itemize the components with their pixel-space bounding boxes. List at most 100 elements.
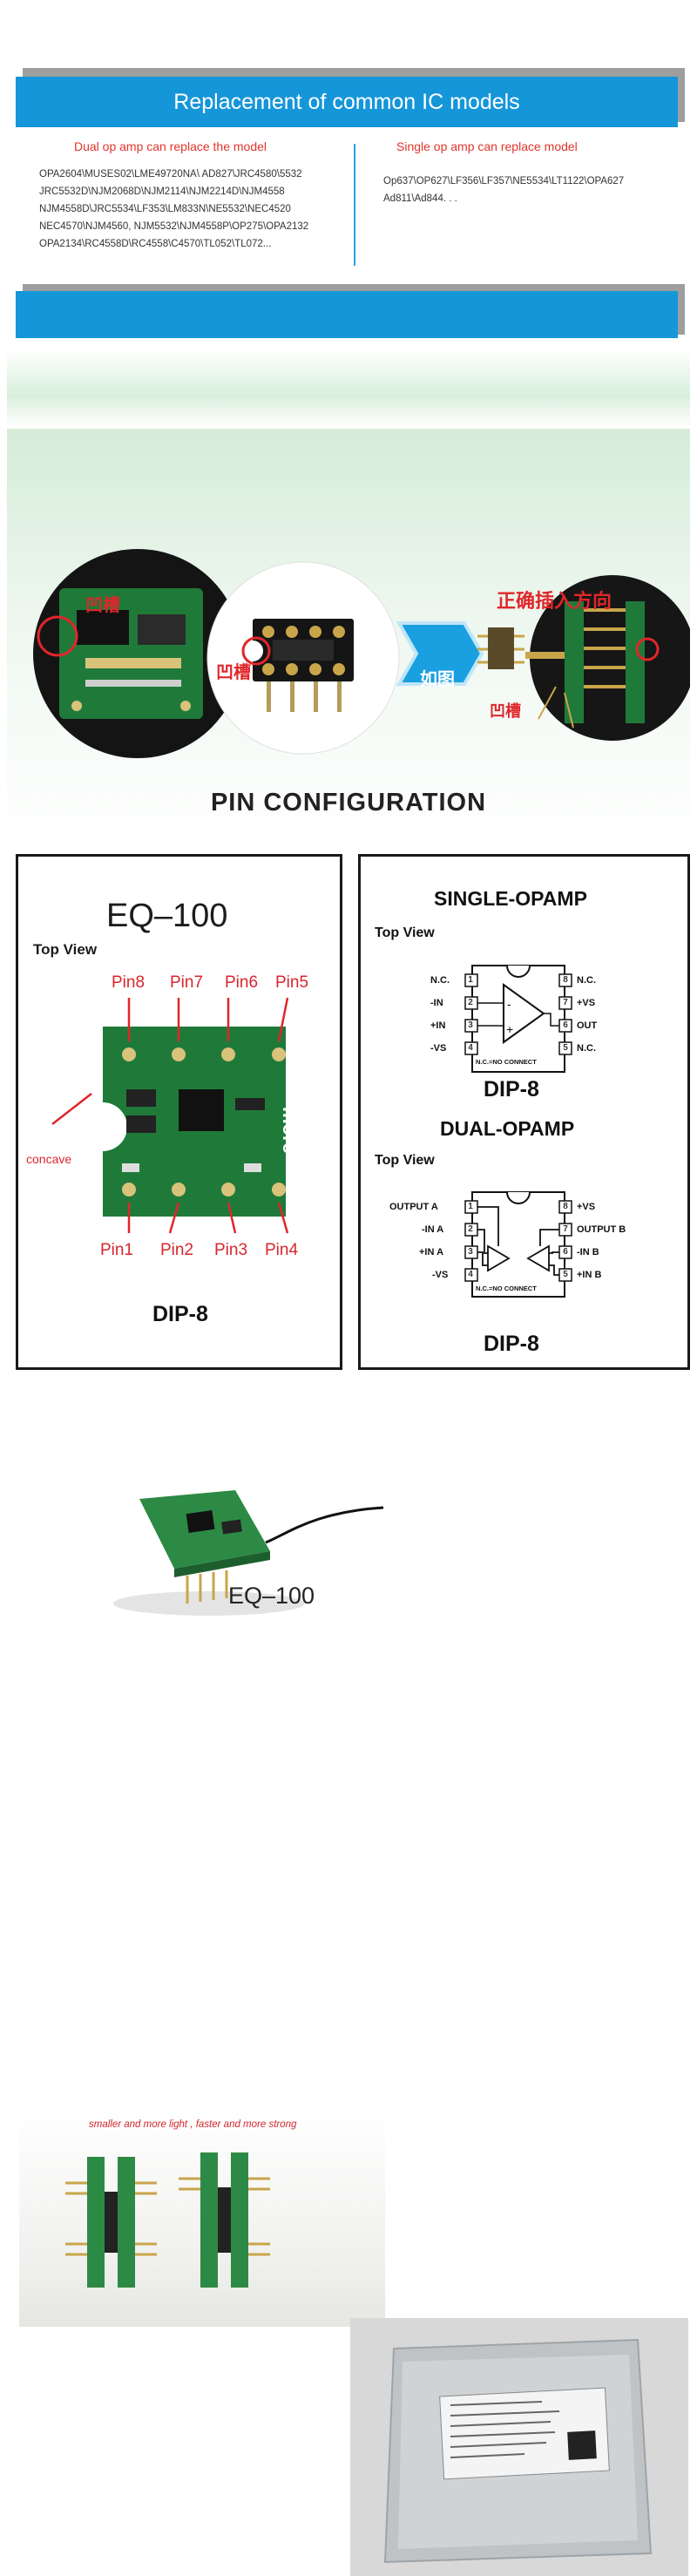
pin-number: 1 <box>468 975 473 985</box>
column-divider <box>354 144 355 266</box>
pin-number: 5 <box>563 1270 568 1279</box>
pin-number: 4 <box>468 1043 473 1053</box>
top-view-single: Top View <box>375 925 435 940</box>
opamp-pin-box <box>358 854 690 1370</box>
single-pin5-label: N.C. <box>577 1043 596 1054</box>
pin1-label: Pin1 <box>100 1241 134 1259</box>
module-board-icon <box>139 1490 270 1603</box>
svg-text:-: - <box>507 997 511 1011</box>
nc-note-single: N.C.=NO CONNECT <box>476 1058 537 1066</box>
single-heading: Single op amp can replace model <box>396 139 578 153</box>
pin-number: 6 <box>563 1247 568 1257</box>
pin7-label: Pin7 <box>170 973 204 992</box>
pin3-label: Pin3 <box>214 1241 248 1259</box>
dual-opamp-diagram <box>464 1191 572 1298</box>
dual-line: NJM4558D\JRC5534\LF353\LM833N\NE5532\NEC… <box>39 204 291 214</box>
single-pin4-label: -VS <box>430 1043 447 1054</box>
green-gradient-strip <box>7 349 690 427</box>
single-pin7-label: +VS <box>577 998 596 1008</box>
concave-label: concave <box>26 1152 72 1166</box>
pin-number: 8 <box>563 975 568 985</box>
module-caption: EQ–100 <box>228 1583 315 1609</box>
pin4-label: Pin4 <box>265 1241 299 1259</box>
inserted-module-circle-icon <box>525 575 690 741</box>
pin-pointer-arrows-icon <box>51 997 289 1234</box>
pin-boxes-single <box>464 973 572 1055</box>
pin-number: 6 <box>563 1020 568 1030</box>
groove-label-left: 凹槽 <box>85 596 120 615</box>
direction-label: 正确插入方向 <box>497 590 612 612</box>
pin8-label: Pin8 <box>112 973 145 992</box>
pin-number: 7 <box>563 1224 568 1234</box>
top-view-dual: Top View <box>375 1153 435 1168</box>
single-opamp-diagram: - + <box>464 965 572 1073</box>
single-model-list: Op637\OP627\LF356\LF357\NE5534\LT1122\OP… <box>383 173 624 207</box>
groove-label-right: 凹槽 <box>490 702 521 720</box>
pin-number: 4 <box>468 1270 473 1279</box>
dual-pin5-label: +IN B <box>577 1270 602 1280</box>
insertion-illustration <box>33 549 690 758</box>
antenna-wire-icon <box>265 1506 384 1544</box>
dual-pin3-label: +IN A <box>419 1247 444 1257</box>
single-opamp-title: SINGLE-OPAMP <box>434 887 587 910</box>
module-photo <box>113 1490 384 1616</box>
dual-pin4-label: -VS <box>432 1270 449 1280</box>
dual-opamp-triangles-icon <box>477 1206 559 1276</box>
dual-line: NEC4570\NJM4560, NJM5532\NJM4558P\OP275\… <box>39 221 309 232</box>
dual-model-list: OPA2604\MUSES02\LME49720NA\ AD827\JRC458… <box>39 166 308 253</box>
pair-photo-note: smaller and more light , faster and more… <box>89 2119 297 2130</box>
direction-arrow-icon <box>396 621 484 686</box>
pin-number: 3 <box>468 1247 473 1257</box>
pin-number: 3 <box>468 1020 473 1030</box>
pin-number: 2 <box>468 1224 473 1234</box>
dual-opamp-title: DUAL-OPAMP <box>440 1117 575 1140</box>
antistatic-bag-icon <box>383 2338 653 2564</box>
dual-pin7-label: OUTPUT B <box>577 1224 626 1235</box>
arrow-label: 如图 <box>420 670 455 689</box>
single-pin2-label: -IN <box>430 998 443 1008</box>
pin-config-title: PIN CONFIGURATION <box>210 789 487 817</box>
single-line: Ad811\Ad844. . . <box>383 193 457 204</box>
module-pair-icon <box>65 2152 270 2288</box>
pin-number: 5 <box>563 1043 568 1053</box>
dual-line: OPA2604\MUSES02\LME49720NA\ AD827\JRC458… <box>39 169 302 180</box>
dual-pin8-label: +VS <box>577 1202 596 1212</box>
lower-banner <box>16 291 678 338</box>
svg-text:more: more <box>279 1107 301 1154</box>
dual-dip-label: DIP-8 <box>484 1332 539 1356</box>
dual-pin6-label: -IN B <box>577 1247 599 1257</box>
pin-number: 1 <box>468 1202 473 1211</box>
single-pin6-label: OUT <box>577 1020 598 1031</box>
nc-note-dual: N.C.=NO CONNECT <box>476 1285 537 1292</box>
single-pin8-label: N.C. <box>577 975 596 986</box>
pin6-label: Pin6 <box>225 973 259 992</box>
eq100-title: EQ–100 <box>106 898 228 934</box>
pin2-label: Pin2 <box>160 1241 194 1259</box>
dual-line: OPA2134\RC4558D\RC4558\C4570\TL052\TL072… <box>39 239 272 249</box>
opamp-triangle-icon: - + <box>477 983 559 1044</box>
eq100-dip-label: DIP-8 <box>152 1302 208 1326</box>
replacement-title: Replacement of common IC models <box>16 77 678 127</box>
single-pin1-label: N.C. <box>430 975 450 986</box>
pin-number: 8 <box>563 1202 568 1211</box>
dual-pin2-label: -IN A <box>422 1224 444 1235</box>
eq100-board-icon: more <box>103 1027 301 1217</box>
pair-photo <box>65 2152 270 2288</box>
svg-text:+: + <box>506 1022 513 1036</box>
pin5-label: Pin5 <box>275 973 309 992</box>
pin-number: 2 <box>468 998 473 1007</box>
socket-circle-icon <box>206 561 400 755</box>
single-line: Op637\OP627\LF356\LF357\NE5534\LT1122\OP… <box>383 176 625 186</box>
single-pin3-label: +IN <box>430 1020 446 1031</box>
packaging-photo <box>383 2338 653 2564</box>
single-dip-label: DIP-8 <box>484 1077 539 1102</box>
groove-label-middle: 凹槽 <box>216 663 251 682</box>
small-chip-icon <box>477 627 524 669</box>
pin-number: 7 <box>563 998 568 1007</box>
eq100-board-illustration: more <box>51 997 301 1234</box>
top-view-label: Top View <box>33 941 98 958</box>
dual-heading: Dual op amp can replace the model <box>74 139 267 153</box>
pin-boxes-dual <box>464 1200 572 1282</box>
dual-pin1-label: OUTPUT A <box>389 1202 438 1212</box>
module-circle-icon <box>33 549 242 758</box>
